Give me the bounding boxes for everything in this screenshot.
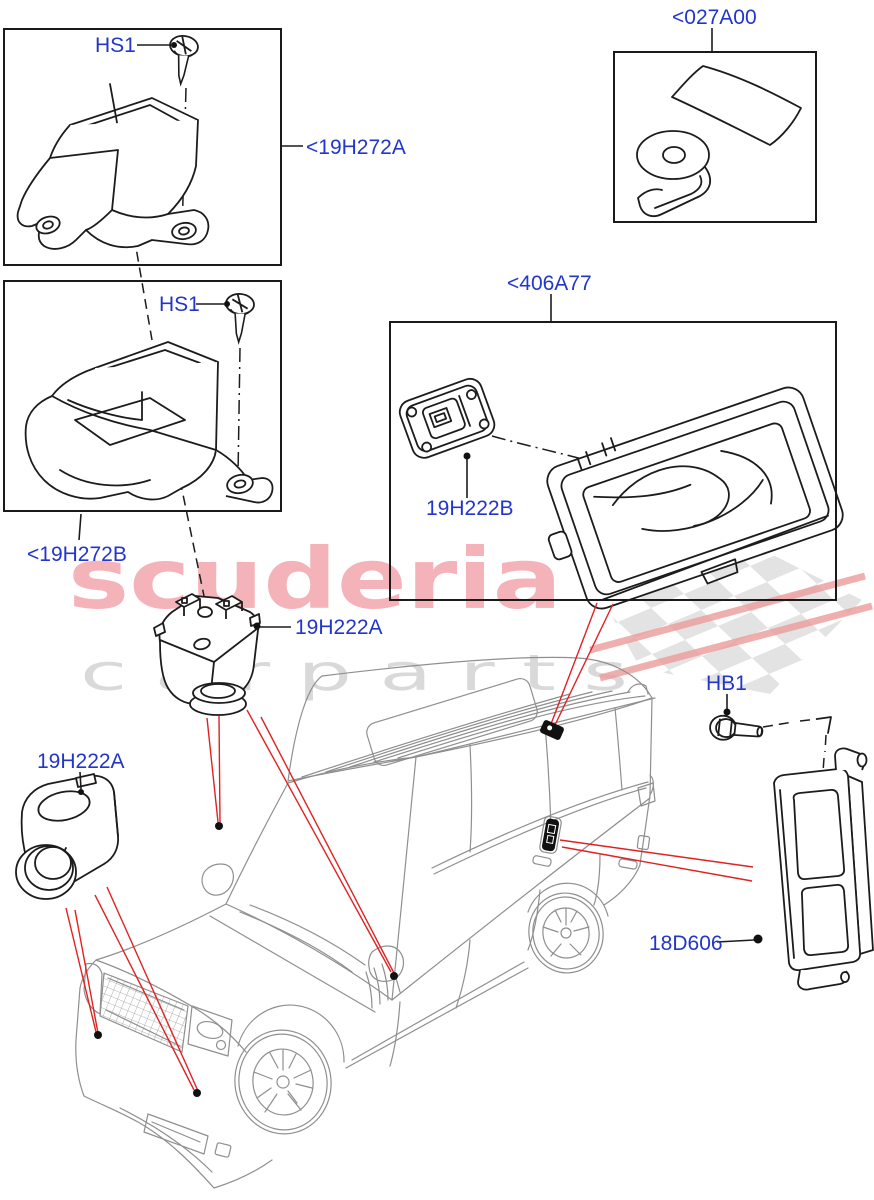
roof-camera-marker — [540, 720, 564, 740]
kit-box-406a77 — [389, 321, 837, 601]
hood-mount-dot — [215, 822, 223, 830]
callout-19h222a-center[interactable]: 19H222A — [295, 616, 383, 639]
part-camera-19h222a-center — [153, 593, 261, 716]
part-bolt-hb1 — [709, 714, 764, 741]
callout-406a77[interactable]: <406A77 — [507, 272, 592, 295]
part-bracket-19h272a — [16, 33, 210, 250]
mirror-mount-dot — [390, 972, 398, 980]
callout-027a00[interactable]: <027A00 — [672, 6, 757, 29]
kit-box-19h272a — [3, 28, 282, 266]
callout-hs1-mid[interactable]: HS1 — [159, 293, 200, 316]
callout-19h222b[interactable]: 19H222B — [426, 497, 514, 520]
part-camera-19h222a-left — [15, 773, 119, 900]
kit-box-19h272b — [3, 280, 282, 512]
bumper-mount-dot-center — [193, 1089, 201, 1097]
part-roof-tray-406a77 — [546, 386, 844, 610]
callout-hb1[interactable]: HB1 — [706, 672, 747, 695]
callout-19h272a[interactable]: <19H272A — [306, 136, 406, 159]
kit-boxes — [3, 28, 837, 601]
part-tape-kit-027a00 — [636, 65, 802, 218]
callout-leaders — [78, 28, 763, 944]
callout-18d606[interactable]: 18D606 — [649, 932, 723, 955]
bpillar-camera-marker — [539, 815, 562, 854]
mount-markers — [94, 720, 564, 1097]
locator-lines — [65, 602, 754, 1092]
callout-labels: HS1 <19H272A <027A00 <406A77 HS1 <19H272… — [27, 6, 757, 955]
callout-hs1-top[interactable]: HS1 — [95, 34, 136, 57]
callout-19h272b[interactable]: <19H272B — [27, 543, 127, 566]
kit-box-027a00 — [613, 51, 817, 223]
part-module-18d606 — [773, 747, 874, 991]
vehicle-illustration — [75, 656, 656, 1189]
watermark-brand: scuderia — [68, 530, 562, 628]
callout-19h222a-left[interactable]: 19H222A — [37, 750, 125, 773]
part-camera-19h222b — [398, 377, 496, 459]
part-bracket-19h272b — [24, 291, 274, 504]
bumper-mount-dot-left — [94, 1031, 102, 1039]
